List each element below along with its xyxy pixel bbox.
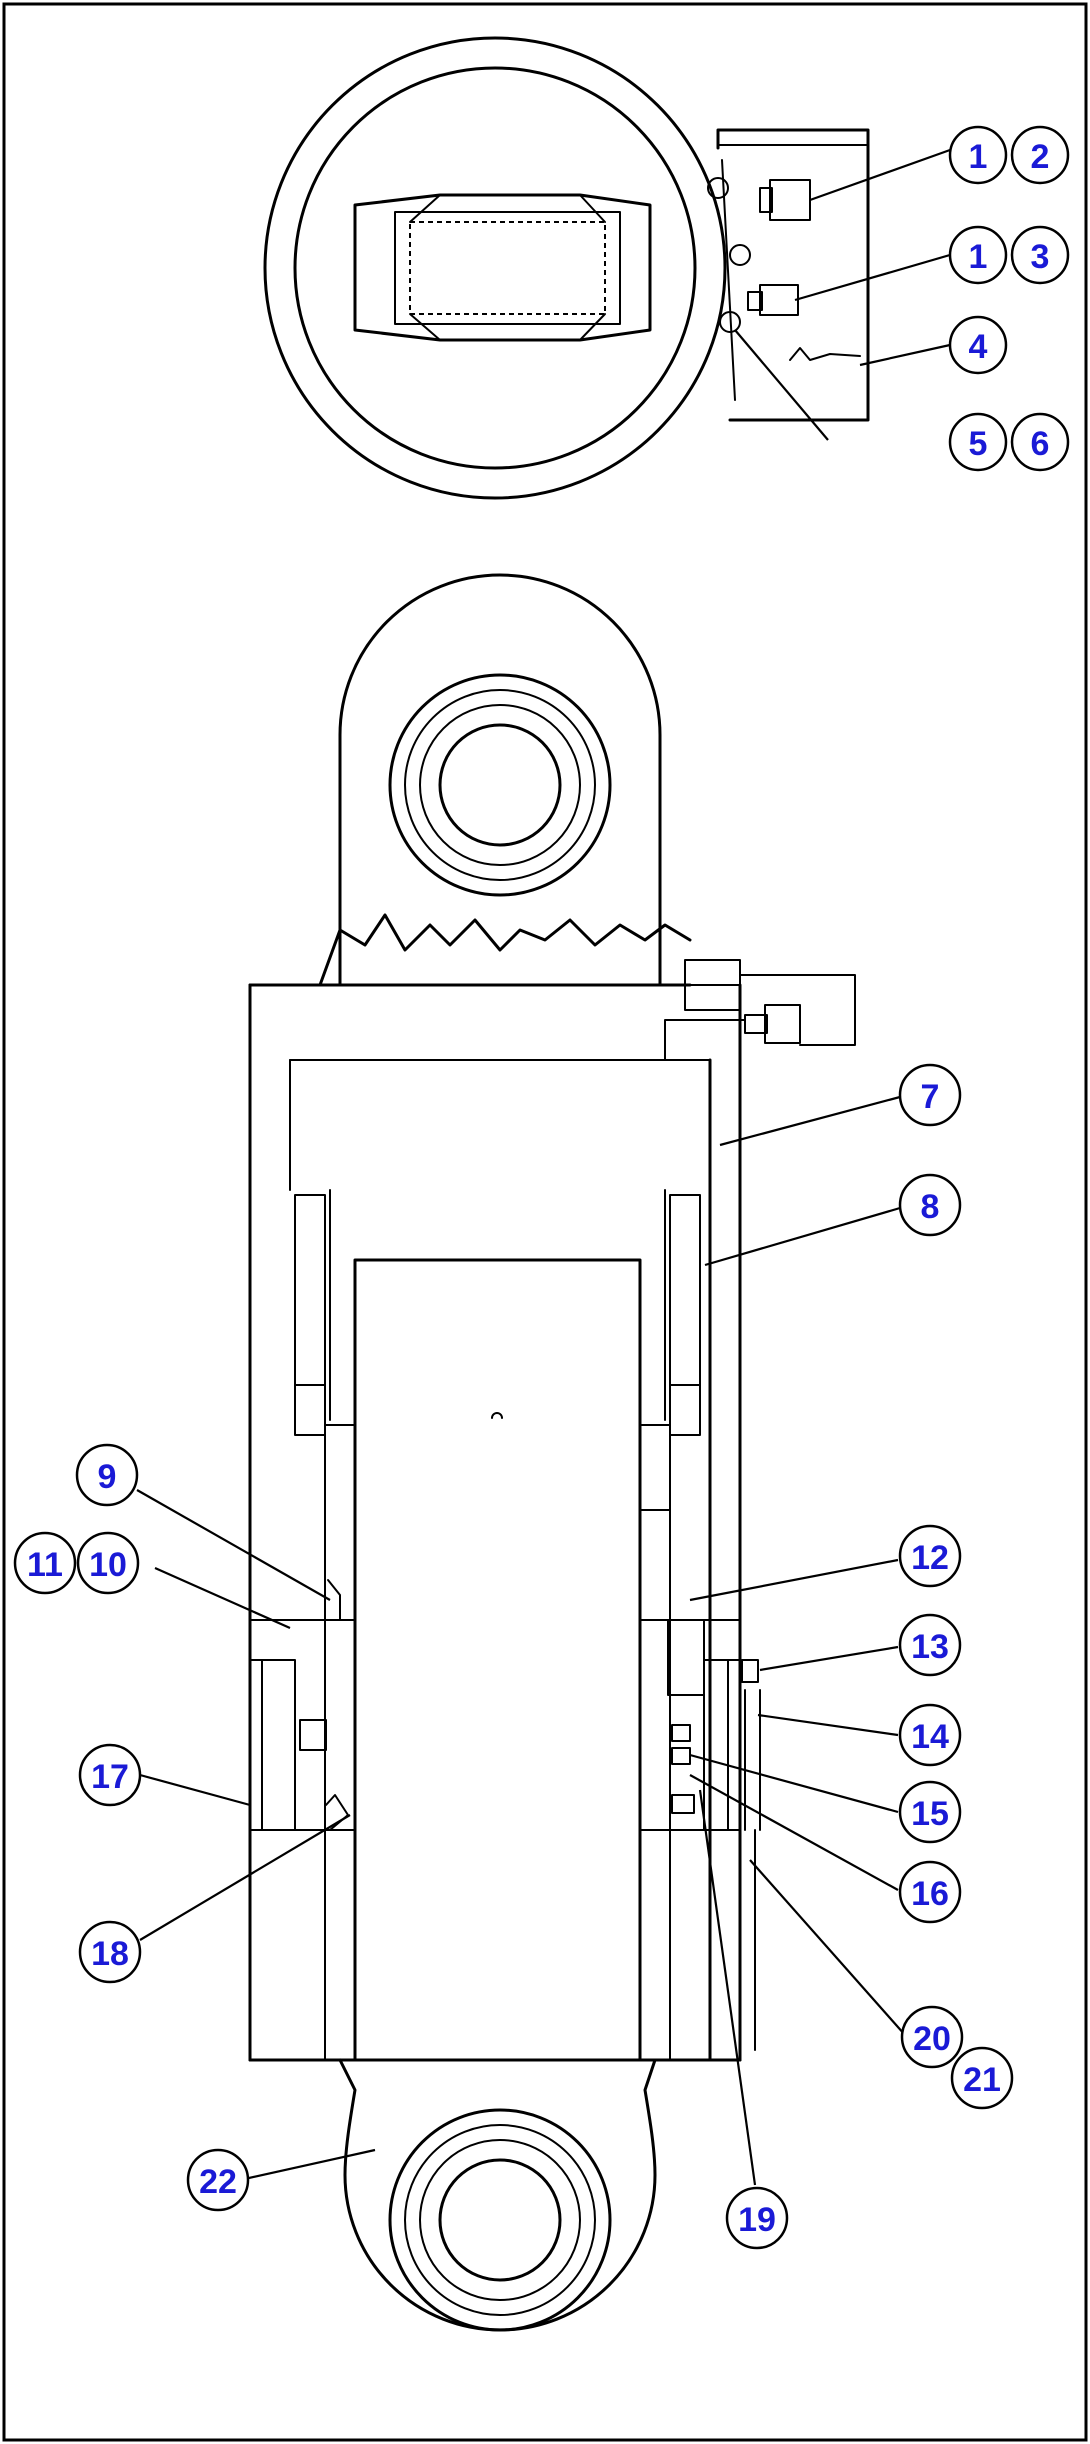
flange-bolt: [707, 177, 729, 199]
fitting-upper: [769, 179, 811, 221]
callout-14: 14: [898, 1703, 962, 1767]
callout-20: 20: [900, 2005, 964, 2069]
callout-19: 19: [725, 2186, 789, 2250]
svg-text:20: 20: [913, 2020, 951, 2058]
svg-text:16: 16: [911, 1875, 949, 1913]
callout-13: 13: [898, 1613, 962, 1677]
callout-21: 21: [950, 2046, 1014, 2110]
svg-text:19: 19: [738, 2201, 776, 2239]
callout-1b: 1: [948, 225, 1008, 285]
svg-text:1: 1: [969, 238, 988, 276]
callout-4: 4: [948, 315, 1008, 375]
svg-text:14: 14: [911, 1718, 949, 1756]
callout-10: 10: [76, 1531, 140, 1595]
callout-12: 12: [898, 1524, 962, 1588]
callout-16: 16: [898, 1860, 962, 1924]
callout-15: 15: [898, 1780, 962, 1844]
svg-text:12: 12: [911, 1539, 949, 1577]
svg-text:10: 10: [89, 1546, 127, 1584]
cylinder-side-view: [248, 573, 856, 2332]
callout-22: 22: [186, 2148, 250, 2212]
callout-11: 11: [13, 1531, 77, 1595]
svg-text:5: 5: [969, 425, 988, 463]
svg-text:15: 15: [911, 1795, 949, 1833]
svg-text:8: 8: [921, 1188, 940, 1226]
svg-text:13: 13: [911, 1628, 949, 1666]
end-view: [263, 36, 951, 500]
svg-text:17: 17: [91, 1758, 129, 1796]
svg-text:2: 2: [1031, 138, 1050, 176]
callout-6: 6: [1010, 412, 1070, 472]
callout-17: 17: [78, 1743, 142, 1807]
callout-1a: 1: [948, 125, 1008, 185]
callout-5: 5: [948, 412, 1008, 472]
svg-text:4: 4: [969, 328, 988, 366]
callout-9: 9: [75, 1443, 139, 1507]
flange-bolt: [719, 311, 741, 333]
svg-text:6: 6: [1031, 425, 1050, 463]
flange-bolt: [729, 244, 751, 266]
leader-lines: [136, 1095, 906, 2186]
callout-7: 7: [898, 1063, 962, 1127]
fitting-lower: [759, 284, 799, 316]
callout-3: 3: [1010, 225, 1070, 285]
svg-text:9: 9: [98, 1458, 117, 1496]
callout-8: 8: [898, 1173, 962, 1237]
svg-text:7: 7: [921, 1078, 940, 1116]
svg-text:22: 22: [199, 2163, 237, 2201]
svg-text:3: 3: [1031, 238, 1050, 276]
svg-text:21: 21: [963, 2061, 1001, 2099]
callout-2: 2: [1010, 125, 1070, 185]
svg-text:1: 1: [969, 138, 988, 176]
svg-text:18: 18: [91, 1935, 129, 1973]
callout-18: 18: [78, 1920, 142, 1984]
svg-text:11: 11: [27, 1546, 63, 1584]
